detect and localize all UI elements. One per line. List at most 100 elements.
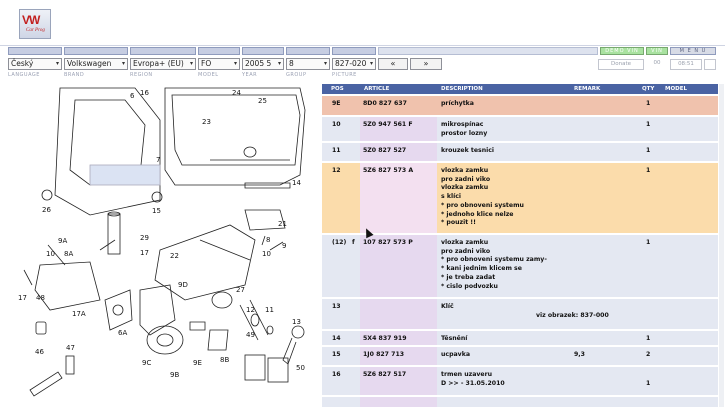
label-language: LANGUAGE: [8, 72, 40, 78]
description-line: * je treba zadat: [441, 273, 496, 281]
vin-button[interactable]: VIN: [646, 47, 668, 55]
article-cell: 5X4 837 919: [363, 335, 407, 342]
qty-cell: 1: [646, 167, 651, 174]
picture-select[interactable]: 827-020▾: [332, 58, 376, 70]
pos-cell: (12): [332, 239, 347, 246]
pos-cell: 11: [332, 147, 341, 154]
counter-value: 00: [646, 59, 668, 70]
table-row[interactable]: [322, 397, 718, 407]
header-cell-language: [8, 47, 62, 55]
chevron-down-icon: ▾: [369, 60, 373, 67]
header-cell-picture: [332, 47, 376, 55]
description-line: vlozka zamku: [441, 167, 489, 174]
qty-cell: 1: [646, 335, 651, 342]
region-select[interactable]: Evropa+ (EU)▾: [130, 58, 196, 70]
description-line: * cislo podvozku: [441, 282, 498, 290]
header-cell-group: [286, 47, 330, 55]
svg-text:49: 49: [246, 331, 255, 339]
description-line: * jednoho klice nelze: [441, 210, 514, 218]
language-select[interactable]: Český▾: [8, 58, 62, 70]
picture-value: 827-020: [335, 59, 367, 68]
svg-text:14: 14: [292, 179, 301, 187]
svg-text:25: 25: [258, 97, 267, 105]
svg-text:16: 16: [140, 89, 149, 97]
description-line: * pro obnoveni systemu: [441, 201, 524, 209]
description-line: * pouzit !!: [441, 219, 476, 227]
col-pos: POS: [331, 86, 344, 92]
svg-text:46: 46: [35, 348, 44, 356]
language-value: Český: [11, 59, 34, 68]
article-cell: 8D0 827 637: [363, 100, 407, 107]
header-cell-brand: [64, 47, 128, 55]
pos-cell: 16: [332, 371, 341, 378]
article-cell: 5Z6 827 517: [363, 371, 407, 378]
prev-picture-button[interactable]: «: [378, 58, 408, 70]
demo-vin-button[interactable]: DEMO VIN: [600, 47, 644, 55]
logo-subtitle: Car Prog: [26, 28, 45, 33]
region-value: Evropa+ (EU): [133, 59, 184, 68]
label-brand: BRAND: [64, 72, 85, 78]
pos-cell: 14: [332, 335, 341, 342]
header-cell-year: [242, 47, 284, 55]
article-cell: 1J0 827 713: [363, 351, 405, 358]
description-line: príchytka: [441, 100, 474, 107]
svg-text:21: 21: [278, 220, 287, 228]
pos-cell: 12: [332, 167, 341, 174]
logo-brand: VW: [22, 13, 40, 27]
description-line: pro zadni viko: [441, 175, 491, 183]
svg-text:9B: 9B: [170, 371, 179, 379]
chevron-down-icon: ▾: [277, 60, 281, 67]
article-cell-bg: [360, 96, 437, 115]
year-select[interactable]: 2005 5▾: [242, 58, 284, 70]
svg-text:29: 29: [140, 234, 149, 242]
svg-text:9C: 9C: [142, 359, 151, 367]
description-line: Klíč: [441, 303, 454, 310]
donate-button[interactable]: Donate: [598, 59, 644, 70]
next-picture-button[interactable]: »: [410, 58, 442, 70]
table-header: POS ARTICLE DESCRIPTION REMARK QTY MODEL: [322, 84, 718, 94]
brand-select[interactable]: Volkswagen▾: [64, 58, 128, 70]
article-cell-bg: [360, 117, 437, 141]
svg-text:17A: 17A: [72, 310, 86, 318]
col-remark: REMARK: [574, 86, 601, 92]
group-select[interactable]: 8▾: [286, 58, 330, 70]
description-line: vlozka zamku: [441, 239, 489, 246]
svg-text:17: 17: [18, 294, 27, 302]
label-model: MODEL: [198, 72, 219, 78]
svg-text:27: 27: [236, 286, 245, 294]
description-line: prostor lozny: [441, 129, 488, 137]
svg-text:9A: 9A: [58, 237, 67, 245]
article-cell-bg: [360, 163, 437, 233]
svg-text:6A: 6A: [118, 329, 127, 337]
qty-cell: 1: [646, 121, 651, 128]
remark-cell: 9,3: [574, 351, 585, 358]
svg-text:9E: 9E: [193, 359, 202, 367]
svg-text:8B: 8B: [220, 356, 229, 364]
pos-cell: 9E: [332, 100, 341, 107]
svg-text:50: 50: [296, 364, 305, 372]
svg-text:8: 8: [266, 236, 270, 244]
svg-text:26: 26: [42, 206, 51, 214]
col-qty: QTY: [642, 86, 655, 92]
extra-box[interactable]: [704, 59, 716, 70]
article-cell: 107 827 573 P: [363, 239, 413, 246]
menu-button[interactable]: M E N U: [670, 47, 716, 55]
qty-cell: 1: [646, 239, 651, 246]
model-select[interactable]: FO▾: [198, 58, 240, 70]
app-logo[interactable]: VW Car Prog: [19, 9, 51, 39]
parts-table: POS ARTICLE DESCRIPTION REMARK QTY MODEL…: [322, 84, 718, 407]
svg-text:6: 6: [130, 92, 135, 100]
chevron-down-icon: ▾: [121, 60, 125, 67]
description-line: * kani jednim klicem se: [441, 265, 522, 273]
table-scrollbar[interactable]: [719, 84, 724, 407]
